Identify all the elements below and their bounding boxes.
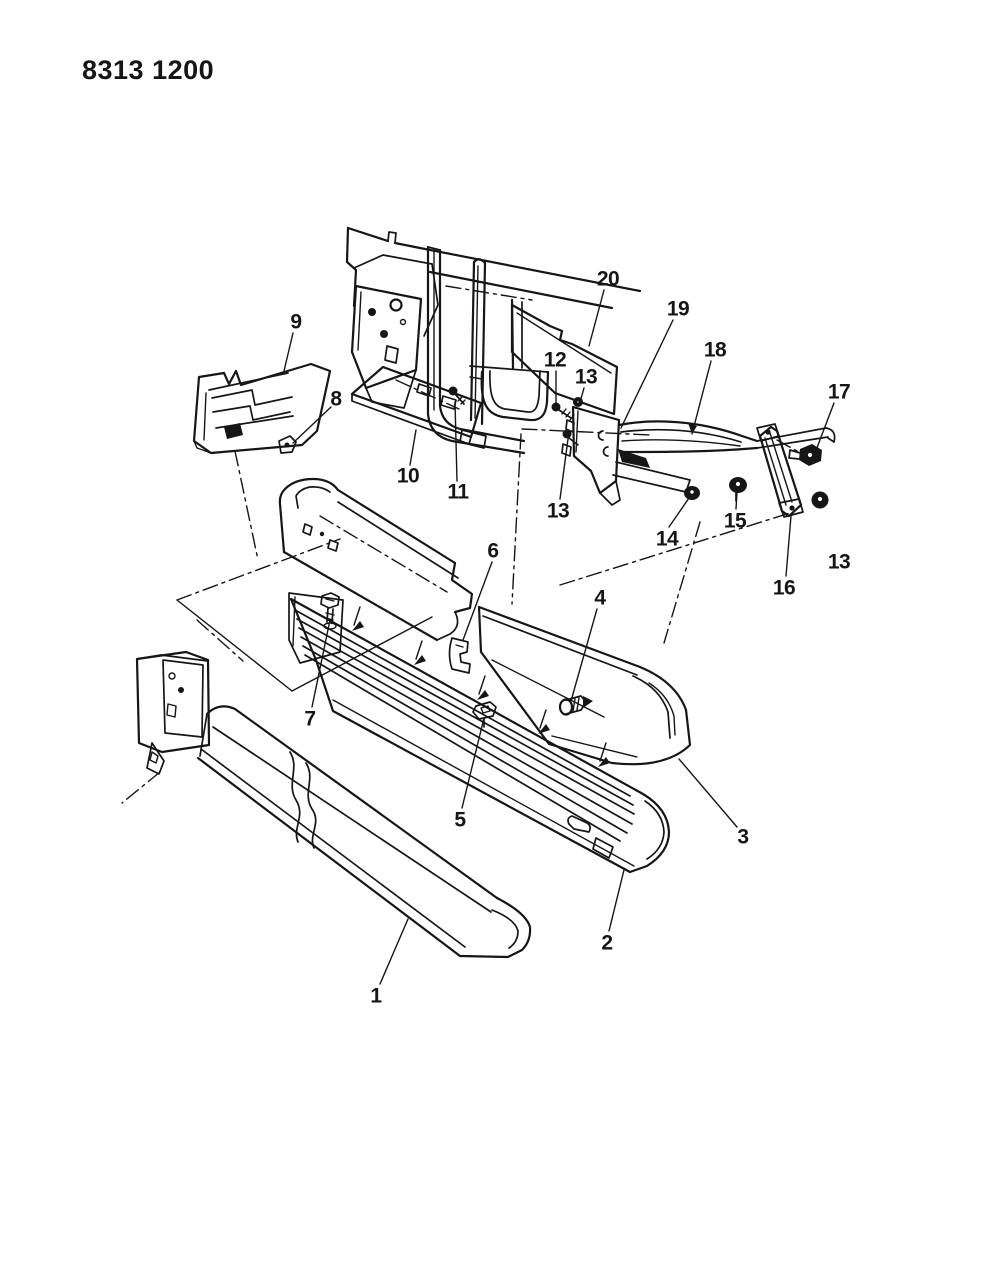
fasteners: [320, 397, 829, 728]
callout-10: 10: [396, 464, 420, 488]
part-10-plate: [350, 365, 483, 445]
callout-6: 6: [487, 539, 499, 563]
callout-18: 18: [703, 338, 727, 362]
part-8-clip: [278, 435, 297, 454]
callout-19: 19: [666, 297, 690, 321]
callout-14: 14: [655, 527, 679, 551]
callout-2: 2: [601, 931, 613, 955]
callout-15: 15: [723, 509, 747, 533]
backing-bar: [278, 477, 474, 642]
callout-4: 4: [594, 586, 606, 610]
callout-13-left: 13: [546, 499, 570, 523]
callout-9: 9: [290, 310, 302, 334]
part-19-bracket: [561, 405, 691, 506]
part-3-end-cap: [477, 605, 692, 766]
figure-number: 8313 1200: [82, 55, 215, 85]
callout-3: 3: [737, 825, 749, 849]
part-16-link: [756, 423, 804, 518]
callout-1: 1: [370, 984, 382, 1008]
part-20-plate: [510, 303, 651, 436]
callout-5: 5: [454, 808, 466, 832]
callout-17: 17: [827, 380, 851, 404]
callout-8: 8: [330, 387, 342, 411]
phantom-lines: [121, 433, 791, 804]
callout-7: 7: [304, 707, 316, 731]
part-9-shield: [192, 362, 332, 455]
callout-16: 16: [772, 576, 796, 600]
part-2-face-bar: [288, 592, 671, 874]
callout-13-top: 13: [574, 365, 598, 389]
part-18-arm: [617, 420, 836, 454]
callout-13-right: 13: [827, 550, 851, 574]
leader-lines: [283, 289, 835, 985]
callout-20: 20: [596, 267, 620, 291]
callout-11: 11: [447, 480, 469, 504]
callout-12: 12: [543, 348, 567, 372]
part-1-face-bar: [135, 650, 532, 959]
frame-structure: [345, 226, 642, 455]
